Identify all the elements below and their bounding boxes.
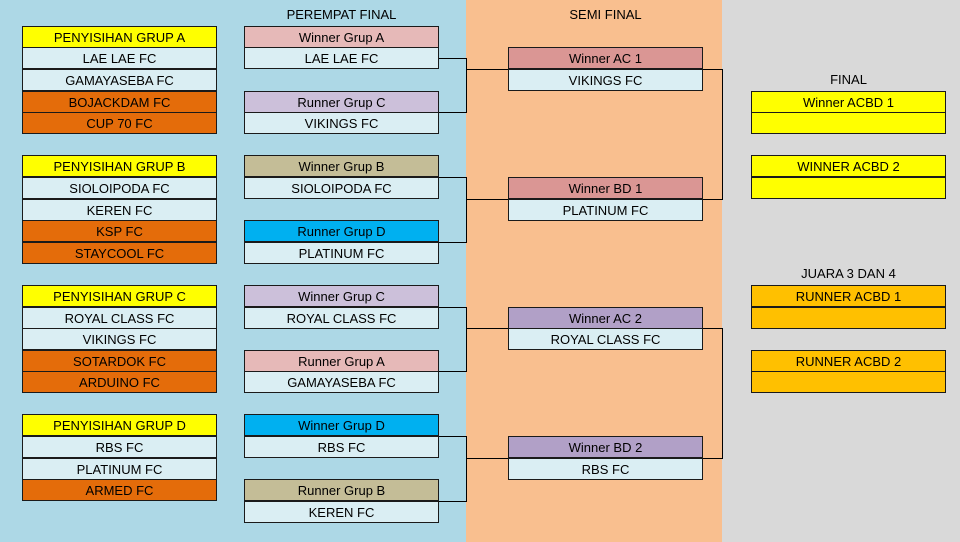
bracket-line [439, 242, 466, 243]
quarter-7-team[interactable]: RBS FC [244, 436, 439, 458]
bracket-line [722, 328, 723, 459]
group-b-team-4[interactable]: STAYCOOL FC [22, 242, 217, 264]
bracket-line [439, 371, 466, 372]
group-a-team-2[interactable]: GAMAYASEBA FC [22, 69, 217, 91]
quarter-6-team[interactable]: GAMAYASEBA FC [244, 371, 439, 393]
group-d-team-1[interactable]: RBS FC [22, 436, 217, 458]
third-2-team[interactable] [751, 371, 946, 393]
group-c-title: PENYISIHAN GRUP C [22, 285, 217, 307]
group-b-team-2[interactable]: KEREN FC [22, 199, 217, 221]
bracket-line [466, 307, 467, 372]
quarter-7-label: Winner Grup D [244, 414, 439, 436]
quarter-2-team[interactable]: VIKINGS FC [244, 112, 439, 134]
group-b-title: PENYISIHAN GRUP B [22, 155, 217, 177]
quarter-1-label: Winner Grup A [244, 26, 439, 48]
quarter-5-team[interactable]: ROYAL CLASS FC [244, 307, 439, 329]
group-c-team-4[interactable]: ARDUINO FC [22, 371, 217, 393]
quarter-1-team[interactable]: LAE LAE FC [244, 47, 439, 69]
bracket-line [439, 307, 466, 308]
group-d-team-3[interactable]: ARMED FC [22, 479, 217, 501]
quarter-8-team[interactable]: KEREN FC [244, 501, 439, 523]
bracket-line [466, 58, 467, 113]
group-c-team-2[interactable]: VIKINGS FC [22, 328, 217, 350]
bracket-line [466, 177, 467, 243]
quarter-5-label: Winner Grup C [244, 285, 439, 307]
third-1-team[interactable] [751, 307, 946, 329]
bracket-line [439, 58, 466, 59]
final-2-team[interactable] [751, 177, 946, 199]
group-a-team-3[interactable]: BOJACKDAM FC [22, 91, 217, 113]
semi-3-team[interactable]: ROYAL CLASS FC [508, 328, 703, 350]
third-1-label: RUNNER ACBD 1 [751, 285, 946, 307]
bracket-line [466, 458, 508, 459]
semi-final-header: SEMI FINAL [569, 7, 642, 22]
third-place-header: JUARA 3 DAN 4 [801, 266, 896, 281]
bracket-line [439, 177, 466, 178]
final-header: FINAL [830, 72, 867, 87]
quarter-4-team[interactable]: PLATINUM FC [244, 242, 439, 264]
semi-4-team[interactable]: RBS FC [508, 458, 703, 480]
final-2-label: WINNER ACBD 2 [751, 155, 946, 177]
group-a-team-4[interactable]: CUP 70 FC [22, 112, 217, 134]
bracket-line [703, 458, 723, 459]
final-background [722, 0, 960, 542]
bracket-line [703, 199, 723, 200]
quarter-4-label: Runner Grup D [244, 220, 439, 242]
semi-2-team[interactable]: PLATINUM FC [508, 199, 703, 221]
bracket-line [439, 112, 466, 113]
group-b-team-3[interactable]: KSP FC [22, 220, 217, 242]
group-a-team-1[interactable]: LAE LAE FC [22, 47, 217, 69]
quarter-6-label: Runner Grup A [244, 350, 439, 372]
group-c-team-1[interactable]: ROYAL CLASS FC [22, 307, 217, 329]
semi-4-label: Winner BD 2 [508, 436, 703, 458]
bracket-line [466, 328, 508, 329]
final-1-team[interactable] [751, 112, 946, 134]
group-a-title: PENYISIHAN GRUP A [22, 26, 217, 48]
semi-2-label: Winner BD 1 [508, 177, 703, 199]
final-1-label: Winner ACBD 1 [751, 91, 946, 113]
quarter-3-label: Winner Grup B [244, 155, 439, 177]
bracket-line [466, 436, 467, 502]
bracket-line [439, 436, 466, 437]
bracket-line [466, 199, 508, 200]
group-b-team-1[interactable]: SIOLOIPODA FC [22, 177, 217, 199]
bracket-line [722, 69, 723, 200]
quarter-8-label: Runner Grup B [244, 479, 439, 501]
semi-3-label: Winner AC 2 [508, 307, 703, 329]
group-d-title: PENYISIHAN GRUP D [22, 414, 217, 436]
bracket-line [439, 501, 466, 502]
bracket-line [466, 69, 508, 70]
quarter-2-label: Runner Grup C [244, 91, 439, 113]
bracket-line [703, 69, 723, 70]
quarter-3-team[interactable]: SIOLOIPODA FC [244, 177, 439, 199]
group-d-team-2[interactable]: PLATINUM FC [22, 458, 217, 480]
semi-1-label: Winner AC 1 [508, 47, 703, 69]
group-c-team-3[interactable]: SOTARDOK FC [22, 350, 217, 372]
third-2-label: RUNNER ACBD 2 [751, 350, 946, 372]
semi-1-team[interactable]: VIKINGS FC [508, 69, 703, 91]
bracket-line [703, 328, 723, 329]
quarter-final-header: PEREMPAT FINAL [286, 7, 397, 22]
